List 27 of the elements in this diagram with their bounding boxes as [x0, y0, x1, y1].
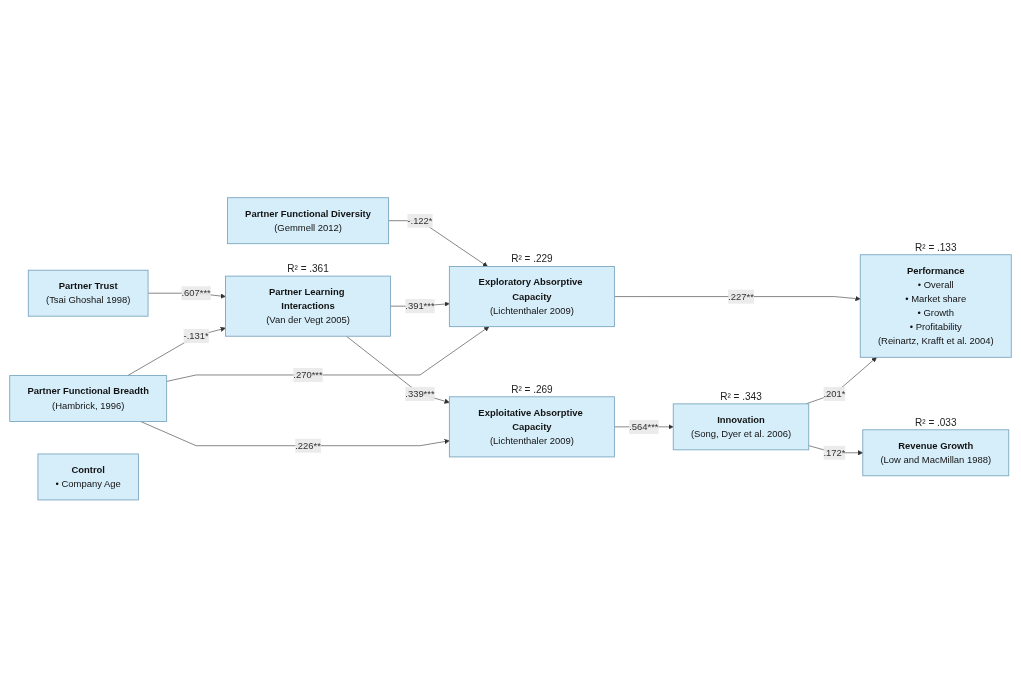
- r-squared-label: R² = .361: [287, 263, 329, 275]
- edge-label: .564***: [629, 421, 659, 432]
- node-box: [227, 197, 389, 245]
- edge-label: -.131*: [183, 330, 209, 341]
- node-box: [37, 453, 139, 501]
- edge-label: .227**: [728, 291, 754, 302]
- r-squared-label: R² = .229: [511, 253, 553, 265]
- node-box: [27, 269, 149, 317]
- edge-label: .339***: [405, 388, 435, 399]
- edge-label: .391***: [405, 301, 435, 312]
- node-box: [859, 254, 1012, 358]
- node-box: [448, 396, 615, 458]
- r-squared-label: R² = .033: [915, 416, 957, 428]
- edge-label: .226**: [295, 440, 321, 451]
- edge-label: .607***: [181, 288, 211, 299]
- edge-label: .172*: [823, 447, 846, 458]
- r-squared-label: R² = .269: [511, 383, 553, 395]
- edge-label: .270***: [293, 369, 323, 380]
- r-squared-label: R² = .343: [720, 390, 762, 402]
- node-box: [9, 375, 168, 423]
- r-squared-label: R² = .133: [915, 241, 957, 253]
- node-box: [448, 266, 615, 328]
- edge-label: .201*: [823, 388, 846, 399]
- edge-label: -.122*: [407, 215, 433, 226]
- node-box: [225, 275, 391, 337]
- node-box: [672, 403, 810, 451]
- node-box: [862, 429, 1010, 477]
